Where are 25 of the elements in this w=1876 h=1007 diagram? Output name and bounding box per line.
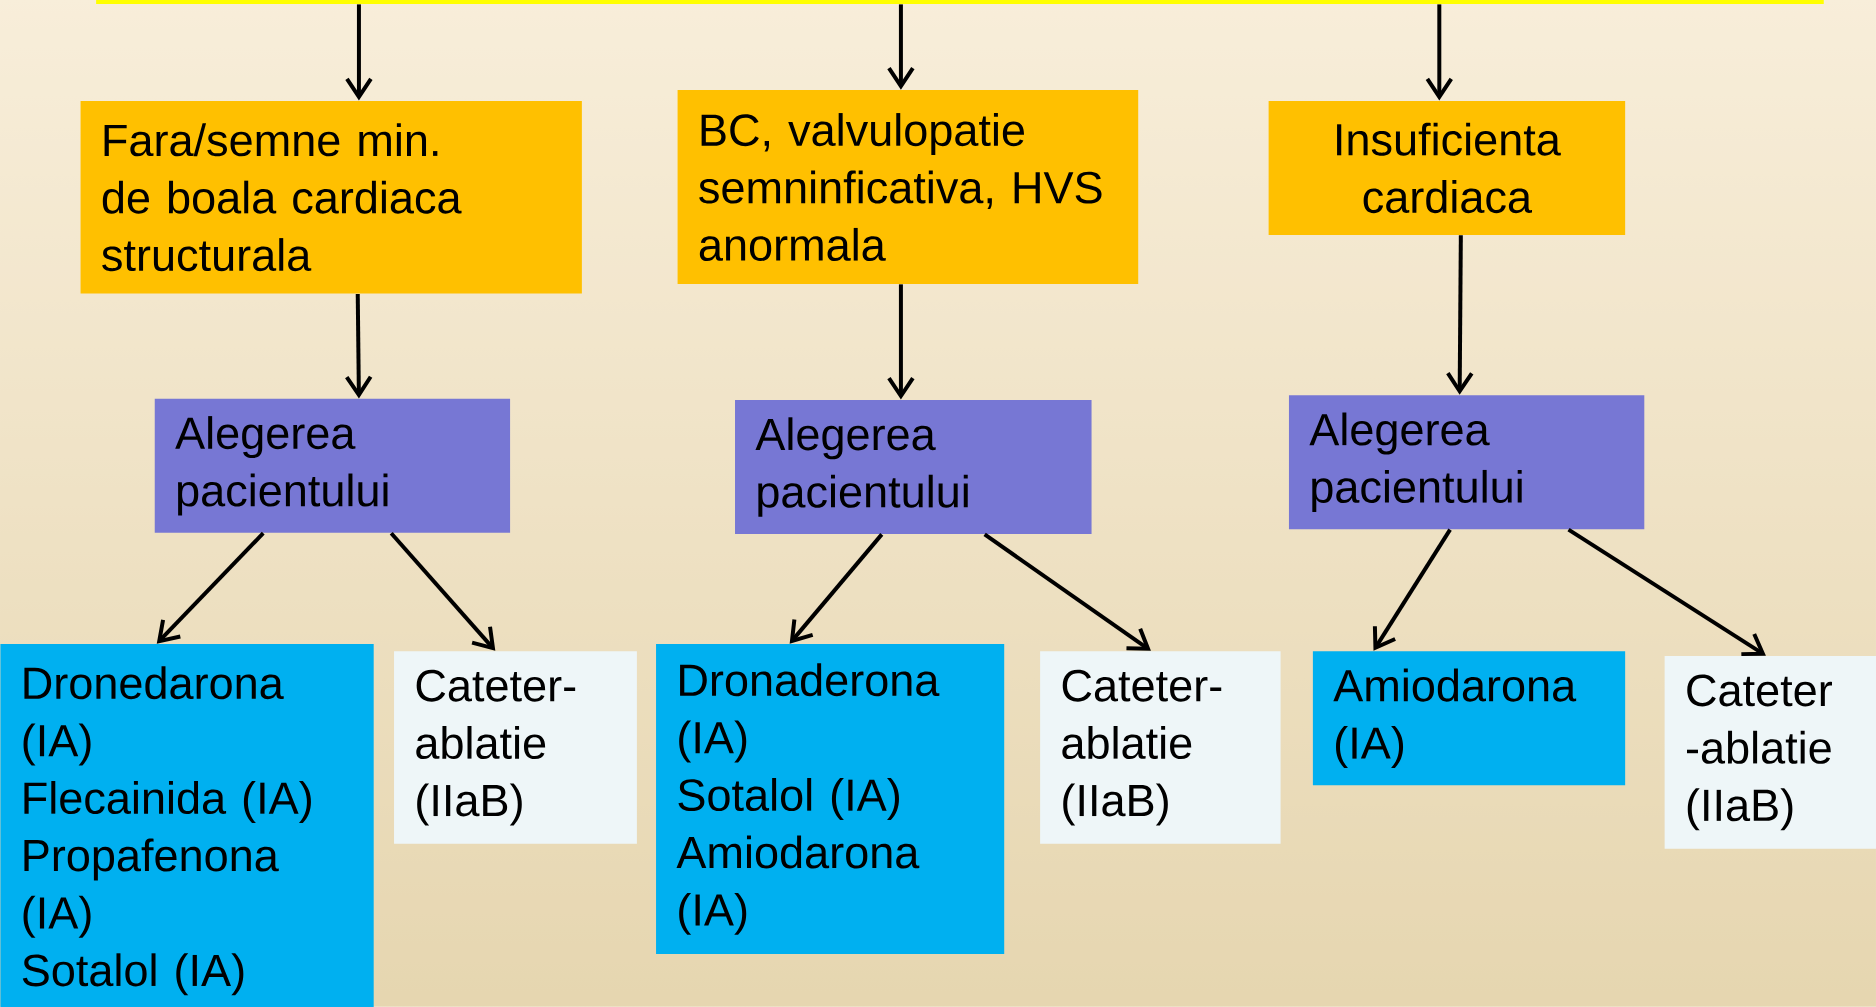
arrow [887,4,915,90]
arrow [345,293,373,399]
arrow [345,4,373,101]
arrow [1372,528,1452,651]
arrow [1567,527,1766,656]
arrow [1425,4,1453,101]
arrow [389,531,496,651]
procedure-box: Cateter-ablatie (IIaB) [394,651,637,844]
arrow [789,532,884,644]
arrow [887,284,915,400]
category-box: Insuficienta cardiaca [1268,100,1626,235]
drug-box: Amiodarona (IA) [1312,651,1626,786]
drug-box: Dronedarona (IA) Flecainida (IA) Propafenona (IA) Sotalol (IA) [0,643,374,1007]
decision-box: Alegerea pacientului [154,398,511,533]
arrow [983,532,1151,651]
category-box: BC, valvulopatie semninficativa, HVS anormala [677,89,1139,284]
category-box: Fara/semne min. de boala cardiaca structurala [80,100,582,294]
decision-box: Alegerea pacientului [735,399,1092,534]
bar [96,0,1824,4]
arrow [156,531,265,644]
procedure-box: Cateter -ablatie (IIaB) [1664,655,1876,849]
procedure-box: Cateter-ablatie (IIaB) [1040,651,1281,844]
decision-box: Alegerea pacientului [1288,395,1645,530]
arrow [1446,235,1474,395]
drug-box: Dronaderona (IA) Sotalol (IA) Amiodarona (IA) [656,643,1005,954]
